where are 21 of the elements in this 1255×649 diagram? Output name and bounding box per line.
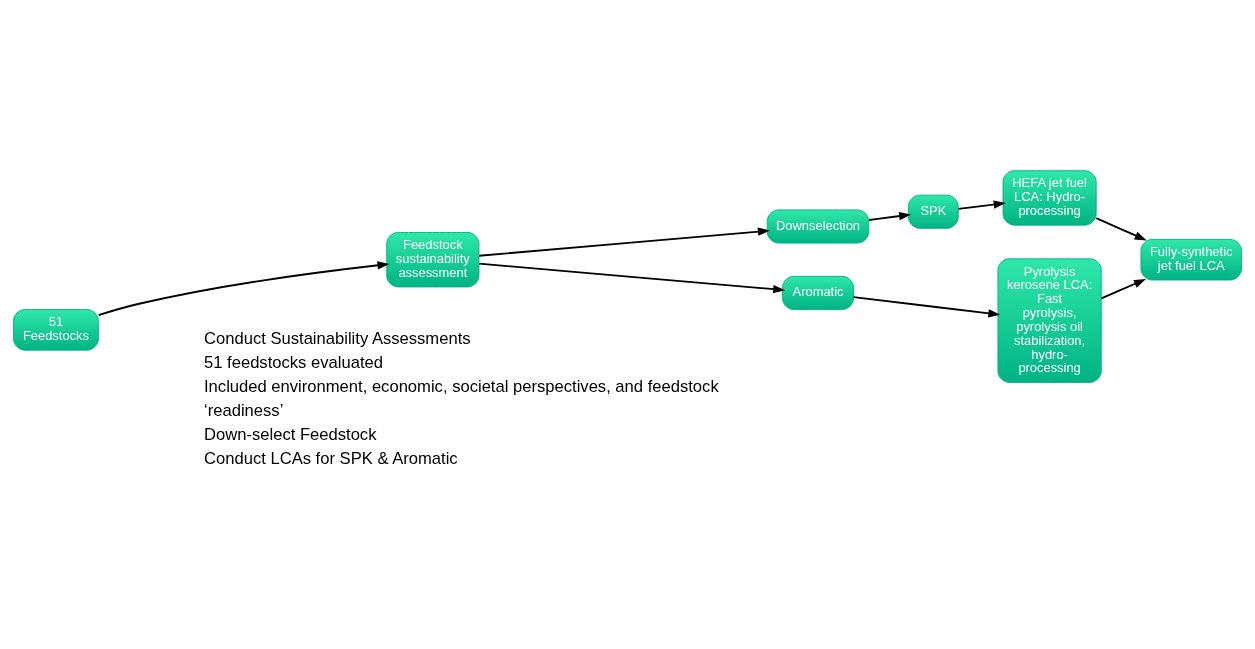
node-box: Feedstock sustainability assessment — [386, 231, 480, 287]
label: Conduct Sustainability Assessments — [204, 328, 471, 348]
arrow — [97, 260, 390, 316]
label: 51 feedstocks evaluated — [204, 352, 383, 372]
arrow — [868, 211, 912, 221]
arrow — [852, 295, 1001, 318]
label: Conduct LCAs for SPK & Aromatic — [204, 448, 458, 468]
arrow — [478, 262, 786, 293]
arrow — [1100, 278, 1146, 299]
node-box: 51 Feedstocks — [13, 308, 99, 351]
node-box: Pyrolysis kerosene LCA: Fast pyrolysis, pyrolysis oil stabilization, hydro-processing — [997, 257, 1102, 383]
node-box: HEFA jet fuel LCA: Hydro-processing — [1002, 169, 1097, 226]
node-box: Downselection — [766, 208, 870, 244]
arrow — [1095, 216, 1147, 240]
arrow — [957, 199, 1006, 210]
node-box: SPK — [908, 194, 959, 229]
node-box: Fully-synthetic jet fuel LCA — [1140, 238, 1242, 280]
label: Down-select Feedstock — [204, 424, 377, 444]
node-box: Aromatic — [782, 275, 854, 310]
arrow — [478, 226, 770, 257]
label: Included environment, economic, societal perspectives, and feedstock ‘readiness’ — [204, 376, 719, 420]
